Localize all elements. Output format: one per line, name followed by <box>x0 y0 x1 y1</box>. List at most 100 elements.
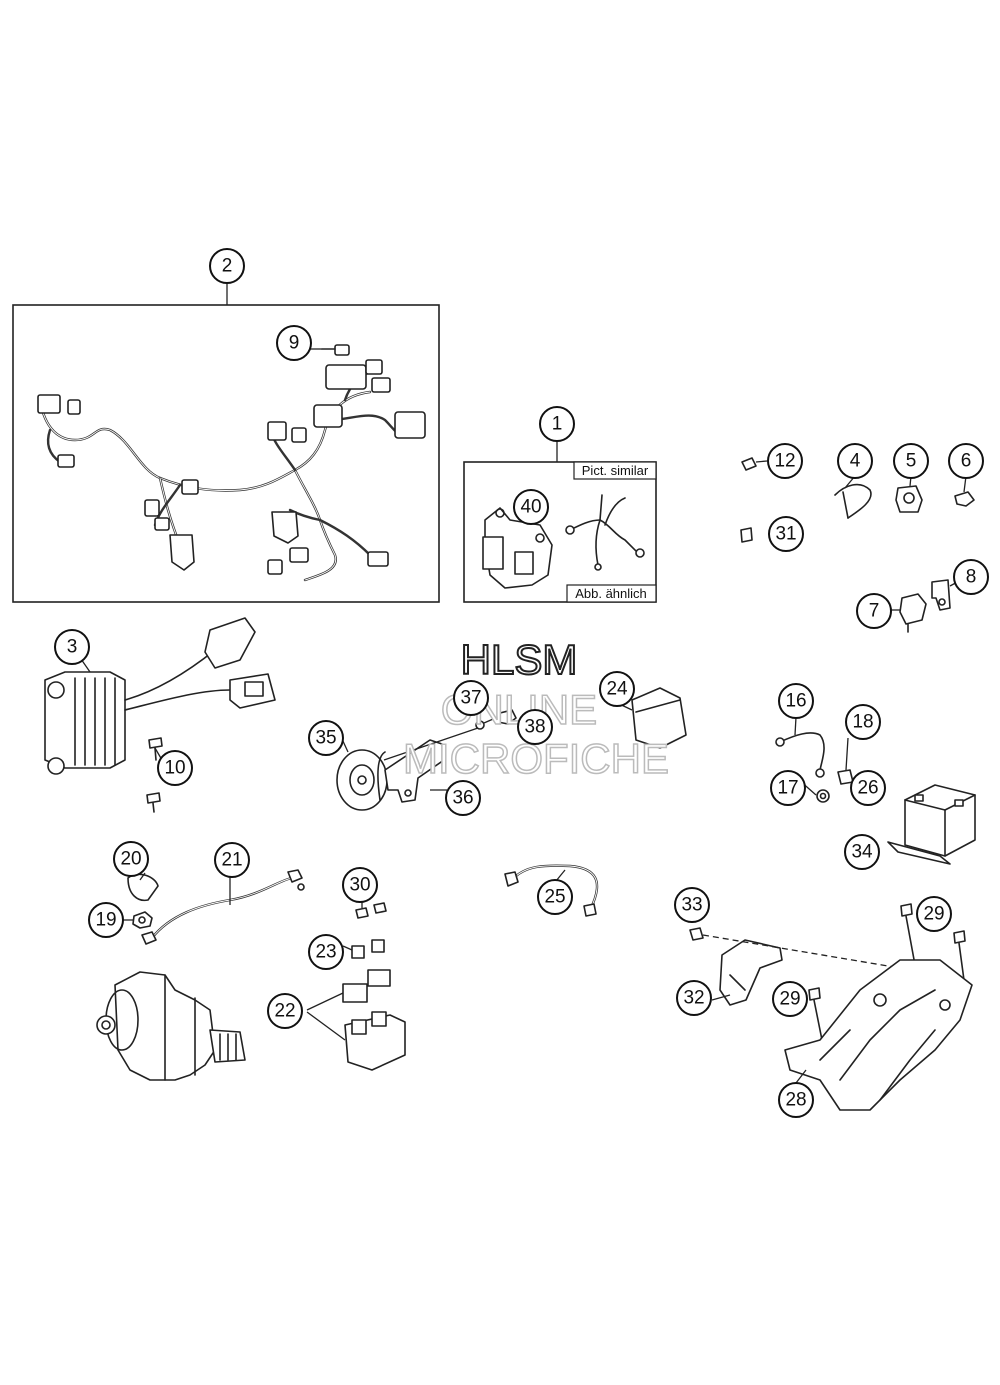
callout-22-label: 22 <box>274 1001 295 1022</box>
bracket-32 <box>719 939 783 1006</box>
callout-6[interactable]: 6 <box>948 443 984 479</box>
callout-8-label: 8 <box>966 567 977 588</box>
callout-5-label: 5 <box>906 451 917 472</box>
holder-28 <box>784 959 973 1111</box>
callout-35[interactable]: 35 <box>308 720 344 756</box>
callout-30[interactable]: 30 <box>342 867 378 903</box>
watermark-line-1: HLSM <box>461 636 578 683</box>
wire-lead <box>565 494 645 571</box>
callout-24[interactable]: 24 <box>599 671 635 707</box>
clip-6 <box>954 491 975 507</box>
callout-3[interactable]: 3 <box>54 629 90 665</box>
callout-29-upper[interactable]: 29 <box>916 896 952 932</box>
pict-similar-tag: Pict. similar <box>573 461 657 480</box>
wiring-harness-frame <box>12 304 440 603</box>
callout-26[interactable]: 26 <box>850 770 886 806</box>
clip-5 <box>895 485 923 513</box>
callout-37[interactable]: 37 <box>453 680 489 716</box>
callout-10-label: 10 <box>164 758 185 779</box>
fuse-holders-22 <box>306 969 406 1071</box>
callout-28-label: 28 <box>785 1090 806 1111</box>
screws-29 <box>808 903 967 1041</box>
callout-17[interactable]: 17 <box>770 770 806 806</box>
callout-32[interactable]: 32 <box>676 980 712 1016</box>
callout-4[interactable]: 4 <box>837 443 873 479</box>
callout-5[interactable]: 5 <box>893 443 929 479</box>
flasher-24 <box>631 687 687 749</box>
wiring-harness-group <box>12 284 440 603</box>
starter-cable-21 <box>141 869 305 945</box>
callout-7-label: 7 <box>869 601 880 622</box>
switch-unit <box>482 507 553 589</box>
callout-24-label: 24 <box>606 679 628 700</box>
callout-26-label: 26 <box>857 778 878 799</box>
callout-19[interactable]: 19 <box>88 902 124 938</box>
battery-pad-34 <box>887 841 951 865</box>
cap-20 <box>127 873 159 902</box>
abb-aehnlich-tag: Abb. ähnlich <box>566 584 657 603</box>
callout-19-label: 19 <box>95 910 116 931</box>
callout-36-label: 36 <box>452 788 473 809</box>
callout-21[interactable]: 21 <box>214 842 250 878</box>
callout-30-label: 30 <box>349 875 370 896</box>
callout-35-label: 35 <box>315 728 336 749</box>
callout-28[interactable]: 28 <box>778 1082 814 1118</box>
callout-29-lower[interactable]: 29 <box>772 981 808 1017</box>
voltage-regulator-3 <box>44 617 276 775</box>
horn-35 <box>336 749 388 811</box>
washer-17 <box>816 789 830 803</box>
callout-33-label: 33 <box>681 895 702 916</box>
callout-17-label: 17 <box>777 778 798 799</box>
callout-29-upper-label: 29 <box>923 904 944 925</box>
part-1-frame <box>463 461 657 603</box>
callout-4-label: 4 <box>850 451 861 472</box>
callout-40-label: 40 <box>520 497 541 518</box>
callout-18[interactable]: 18 <box>845 704 881 740</box>
callout-31-label: 31 <box>775 524 796 545</box>
callout-34-label: 34 <box>851 842 873 863</box>
callout-10[interactable]: 10 <box>157 750 193 786</box>
cable-tie-4 <box>834 483 872 519</box>
callout-2[interactable]: 2 <box>209 248 245 284</box>
callout-33[interactable]: 33 <box>674 887 710 923</box>
relay-7 <box>899 593 927 633</box>
callout-7[interactable]: 7 <box>856 593 892 629</box>
pict-similar-text: Pict. similar <box>582 463 649 478</box>
callout-38-label: 38 <box>524 717 545 738</box>
callout-38[interactable]: 38 <box>517 709 553 745</box>
callout-20[interactable]: 20 <box>113 841 149 877</box>
callout-1[interactable]: 1 <box>539 406 575 442</box>
nut-19 <box>132 911 153 929</box>
callout-32-label: 32 <box>683 988 704 1009</box>
callout-22[interactable]: 22 <box>267 993 303 1029</box>
starter-motor <box>96 971 246 1081</box>
callout-6-label: 6 <box>961 451 972 472</box>
callout-34[interactable]: 34 <box>844 834 880 870</box>
screws-10 <box>146 737 163 813</box>
callout-2-label: 2 <box>222 256 233 277</box>
part-1-group: Pict. similar Abb. ähnlich <box>463 442 657 603</box>
callout-40[interactable]: 40 <box>513 489 549 525</box>
callout-18-label: 18 <box>852 712 873 733</box>
callout-9-label: 9 <box>289 333 300 354</box>
callout-8[interactable]: 8 <box>953 559 989 595</box>
callout-37-label: 37 <box>460 688 481 709</box>
callout-31[interactable]: 31 <box>768 516 804 552</box>
cable-25 <box>504 864 599 917</box>
battery-26 <box>904 784 976 857</box>
callout-36[interactable]: 36 <box>445 780 481 816</box>
callout-29-lower-label: 29 <box>779 989 800 1010</box>
fuses-23 <box>351 939 385 959</box>
callout-12-label: 12 <box>774 451 795 472</box>
callout-23[interactable]: 23 <box>308 934 344 970</box>
screw-33 <box>689 927 901 969</box>
callout-25[interactable]: 25 <box>537 879 573 915</box>
callout-1-label: 1 <box>552 414 563 435</box>
watermark: HLSM ONLINE MICROFICHE <box>402 635 670 783</box>
callout-9[interactable]: 9 <box>276 325 312 361</box>
callout-16[interactable]: 16 <box>778 683 814 719</box>
callout-12[interactable]: 12 <box>767 443 803 479</box>
ground-cable-16 <box>775 732 825 778</box>
fuse-31 <box>740 527 753 543</box>
